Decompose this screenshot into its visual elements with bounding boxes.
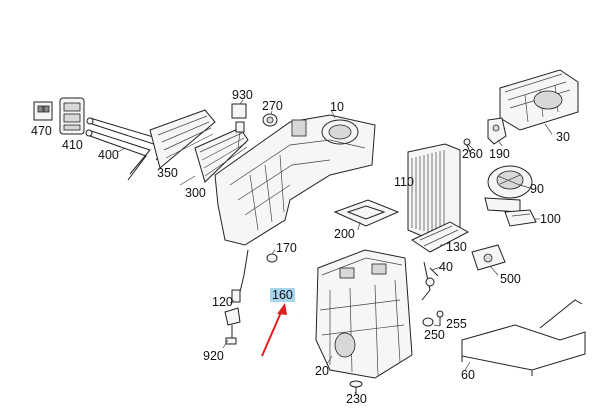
label-250[interactable]: 250 <box>424 328 445 342</box>
highlight-arrow <box>261 303 287 357</box>
part-255-screw[interactable] <box>436 310 444 326</box>
part-20-lower-housing[interactable] <box>315 249 413 379</box>
label-200[interactable]: 200 <box>334 227 355 241</box>
label-230[interactable]: 230 <box>346 392 367 406</box>
part-90-blower-motor[interactable] <box>484 165 533 213</box>
part-40-lever[interactable] <box>421 261 439 301</box>
part-100-resistor[interactable] <box>504 209 537 227</box>
label-350[interactable]: 350 <box>157 166 178 180</box>
label-160-highlighted[interactable]: 160 <box>270 288 295 302</box>
label-190[interactable]: 190 <box>489 147 510 161</box>
label-400[interactable]: 400 <box>98 148 119 162</box>
part-60-insulation-sheet[interactable] <box>461 299 586 376</box>
leader-lines <box>117 99 553 395</box>
part-930-clip[interactable] <box>231 103 247 149</box>
part-160-drain-hose[interactable] <box>281 260 298 321</box>
part-410-control-panel[interactable] <box>59 97 85 135</box>
label-270[interactable]: 270 <box>262 99 283 113</box>
part-10-upper-housing[interactable] <box>214 114 376 246</box>
label-110[interactable]: 110 <box>394 175 414 189</box>
part-920-sensor[interactable] <box>224 307 241 345</box>
part-470-switch[interactable] <box>33 101 53 121</box>
part-230-bolt[interactable] <box>349 380 363 394</box>
part-170-grommet[interactable] <box>266 253 278 263</box>
part-130-seal[interactable] <box>410 221 470 253</box>
label-20[interactable]: 20 <box>315 364 329 378</box>
label-255[interactable]: 255 <box>446 317 467 331</box>
label-60[interactable]: 60 <box>461 368 475 382</box>
label-30[interactable]: 30 <box>556 130 570 144</box>
part-300-evaporator[interactable] <box>194 127 249 183</box>
part-260-screw[interactable] <box>463 138 471 153</box>
label-130[interactable]: 130 <box>446 240 467 254</box>
part-30-blower-housing[interactable] <box>499 69 579 131</box>
part-500-actuator[interactable] <box>471 244 506 271</box>
label-40[interactable]: 40 <box>439 260 453 274</box>
part-250-grommet[interactable] <box>422 317 434 327</box>
part-200-seal-frame[interactable] <box>333 199 400 227</box>
label-300[interactable]: 300 <box>185 186 206 200</box>
label-90[interactable]: 90 <box>530 182 544 196</box>
label-920[interactable]: 920 <box>203 349 224 363</box>
part-190-bracket[interactable] <box>487 117 507 145</box>
label-470[interactable]: 470 <box>31 124 52 138</box>
part-400-pipes[interactable] <box>85 117 171 181</box>
part-270-cap[interactable] <box>262 113 278 127</box>
label-10[interactable]: 10 <box>330 100 344 114</box>
label-410[interactable]: 410 <box>62 138 83 152</box>
label-500[interactable]: 500 <box>500 272 521 286</box>
part-110-cabin-filter[interactable] <box>407 143 461 237</box>
part-350-heater-core[interactable] <box>149 109 216 169</box>
label-260[interactable]: 260 <box>462 147 483 161</box>
part-120-sensor-wire[interactable] <box>231 249 249 303</box>
label-120[interactable]: 120 <box>212 295 233 309</box>
label-930[interactable]: 930 <box>232 88 253 102</box>
label-170[interactable]: 170 <box>276 241 297 255</box>
label-100[interactable]: 100 <box>540 212 561 226</box>
